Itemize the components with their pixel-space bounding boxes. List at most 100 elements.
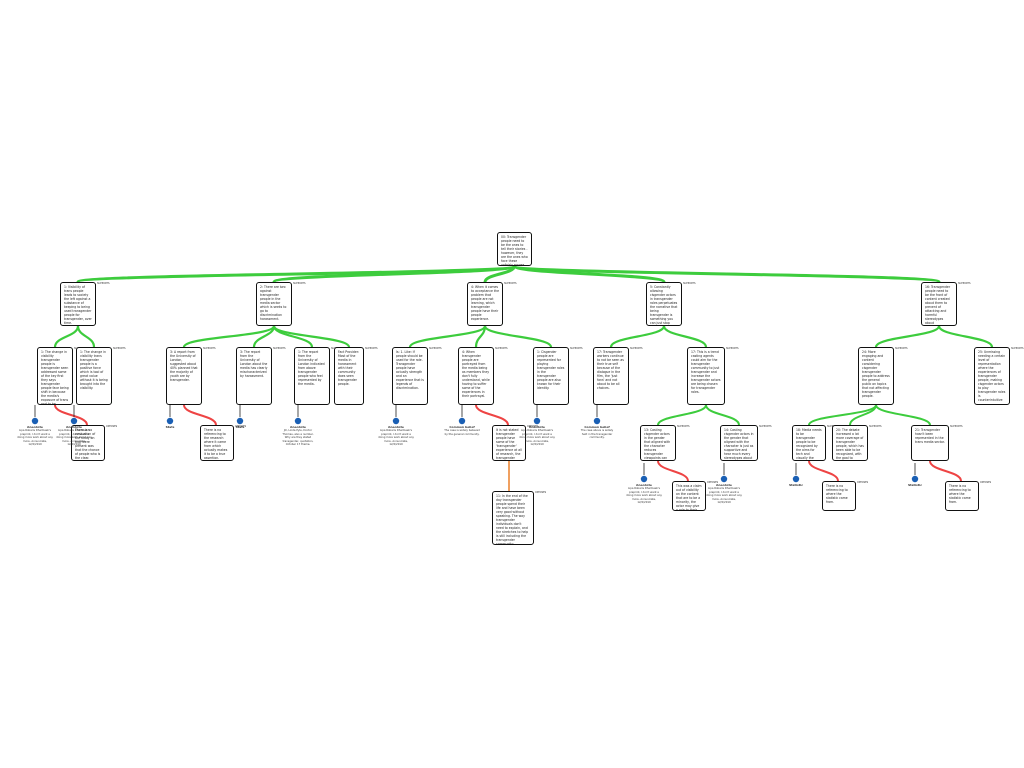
reason-2-1[interactable]: 3: A report from the University of Londo…	[166, 347, 202, 405]
contention-root[interactable]: 00: Transgender people need to be the on…	[497, 232, 532, 266]
source-title: Anecdote	[66, 425, 82, 429]
reason-1-1[interactable]: 1: The change in visibility transgender …	[37, 347, 73, 405]
link-child-grandchild	[849, 404, 877, 426]
source-icon[interactable]	[593, 417, 601, 425]
grand-objection[interactable]: This was a claim out of visibility on th…	[672, 481, 706, 511]
relation-tag: SUPPORTS	[97, 282, 110, 285]
source-title: Anecdote	[529, 425, 545, 429]
objection-2-1[interactable]: There is no referencing to the research …	[200, 425, 234, 461]
reason-4-2-1[interactable]: 13: Casting cisgender actors in the gend…	[640, 425, 676, 461]
source-icon[interactable]	[911, 475, 919, 483]
claim-1[interactable]: 1: Visibility of trans people leads to s…	[60, 282, 96, 326]
source-text: Lipa Robaris Dhalmaeli's preprint, I don…	[626, 487, 662, 505]
source-icons	[31, 405, 919, 483]
reason-5-1-3[interactable]: 21: Transgender hasn't been represented …	[911, 425, 949, 461]
relation-tag: SUPPORTS	[203, 347, 216, 350]
relation-tag: SUPPORTS	[950, 425, 963, 428]
relation-tag: SUPPORTS	[683, 282, 696, 285]
source-icon[interactable]	[792, 475, 800, 483]
link-claim-child	[937, 324, 994, 349]
link-claim-child	[662, 324, 708, 349]
source-icon[interactable]	[392, 417, 400, 425]
link-grand-oppose	[808, 460, 839, 482]
link-grand-oppose	[657, 460, 689, 482]
relation-tag: SUPPORTS	[570, 347, 583, 350]
link-claim-child	[182, 324, 276, 349]
source-2-2: Stats	[222, 425, 258, 429]
source-title: Statistic	[788, 483, 804, 487]
source-text: Lipa Robaris Dhalmaeli's preprint, I don…	[378, 429, 414, 447]
source-icon[interactable]	[533, 417, 541, 425]
source-title: Anecdote	[388, 425, 404, 429]
reason-3-1[interactable]: Is: 1. Like: If people should be used fo…	[392, 347, 428, 405]
relation-tag: SUPPORTS	[273, 347, 286, 350]
claim-4[interactable]: 5: Constantly allowing cisgender actors …	[646, 282, 682, 326]
relation-tag: SUPPORTS	[429, 347, 442, 350]
reason-4-2-2[interactable]: 14: Casting cisgender actors in the gend…	[720, 425, 758, 461]
grand-objection[interactable]: There is no referencing to where the sta…	[945, 481, 979, 511]
link-claim-child	[272, 324, 351, 349]
source-icon[interactable]	[294, 417, 302, 425]
link-claim-child	[252, 324, 276, 349]
source-title: Common belief	[584, 425, 610, 429]
reason-5-1[interactable]: 24: More engaging and content considerin…	[858, 347, 894, 405]
source-icon[interactable]	[458, 417, 466, 425]
source-icon[interactable]	[720, 475, 728, 483]
relation-tag: SUPPORTS	[958, 282, 971, 285]
link-child-grandchild	[657, 404, 707, 426]
link-root-claim	[272, 264, 516, 284]
source-title: Anecdote	[716, 483, 732, 487]
claim-5[interactable]: 16: Transgender people need to be the fr…	[921, 282, 957, 326]
reason-2-3[interactable]: 1: The report from the University of Lon…	[294, 347, 330, 405]
source-icon[interactable]	[166, 417, 174, 425]
reason-4-1[interactable]: 17: Transgender workers continue to not …	[593, 347, 629, 405]
source-title: Anecdote	[27, 425, 43, 429]
source-text: The case is widely believed by the gener…	[444, 429, 480, 436]
reason-5-1-1[interactable]: 18: Media needs to be transgender people…	[792, 425, 826, 461]
grand-source: Statistic	[778, 483, 814, 487]
relation-tag: SUPPORTS	[726, 347, 739, 350]
link-child-grandchild	[808, 404, 877, 426]
reason-5-1-2[interactable]: 20: The debate increased a lot more cove…	[832, 425, 868, 461]
reason-3-2[interactable]: 4: When transgender people are portrayed…	[458, 347, 494, 405]
link-oppose	[183, 404, 217, 426]
reason-5-2[interactable]: 25: Unmissing needing a certain level of…	[974, 347, 1010, 405]
source-text: Lipa Robaris Dhalmaeli's preprint, I don…	[519, 429, 555, 447]
relation-tag: SUPPORTS	[365, 347, 378, 350]
source-icon[interactable]	[31, 417, 39, 425]
link-claim-child	[53, 324, 80, 349]
reason-1-2[interactable]: 1: The change in visibility trans transg…	[76, 347, 112, 405]
grand-source: Statistic	[897, 483, 933, 487]
claim-3[interactable]: 4: When it comes to acceptance the probl…	[467, 282, 503, 326]
relation-tag: OPPOSES	[707, 481, 719, 484]
reason-2-2[interactable]: 3: The report from the University of Lon…	[236, 347, 272, 405]
reason-4-2[interactable]: 17: This is a trend casting agents could…	[687, 347, 725, 405]
source-text: Lipa Robaris Dhalmaeli's preprint, I don…	[17, 429, 53, 447]
reason-3-3[interactable]: 1: Cisgender people are represented for …	[533, 347, 569, 405]
objection-3-2[interactable]: It is not stated transgender people have…	[492, 425, 526, 461]
relation-tag: SUPPORTS	[495, 347, 508, 350]
rebuttal-3-2[interactable]: 11: In the end of the day transgender pe…	[492, 491, 534, 545]
source-title: Statistic	[907, 483, 923, 487]
source-icon[interactable]	[70, 417, 78, 425]
relation-tag: OPPOSES	[235, 425, 247, 428]
source-icon[interactable]	[236, 417, 244, 425]
relation-tag: OPPOSES	[535, 491, 547, 494]
source-icon[interactable]	[640, 475, 648, 483]
source-title: Anecdote	[636, 483, 652, 487]
reason-2-4[interactable]: Fact Provider: Most of the media in hara…	[334, 347, 364, 405]
relation-tag: SUPPORTS	[759, 425, 772, 428]
claim-2[interactable]: 2: There are two against transgender peo…	[256, 282, 292, 326]
grand-objection[interactable]: There is no referencing to where the sta…	[822, 481, 856, 511]
link-child-grandchild	[705, 404, 740, 426]
objection-1-1[interactable]: There is no evaluation of the study on t…	[71, 425, 105, 461]
relation-tag: SUPPORTS	[293, 282, 306, 285]
relation-tag: SUPPORTS	[677, 425, 690, 428]
